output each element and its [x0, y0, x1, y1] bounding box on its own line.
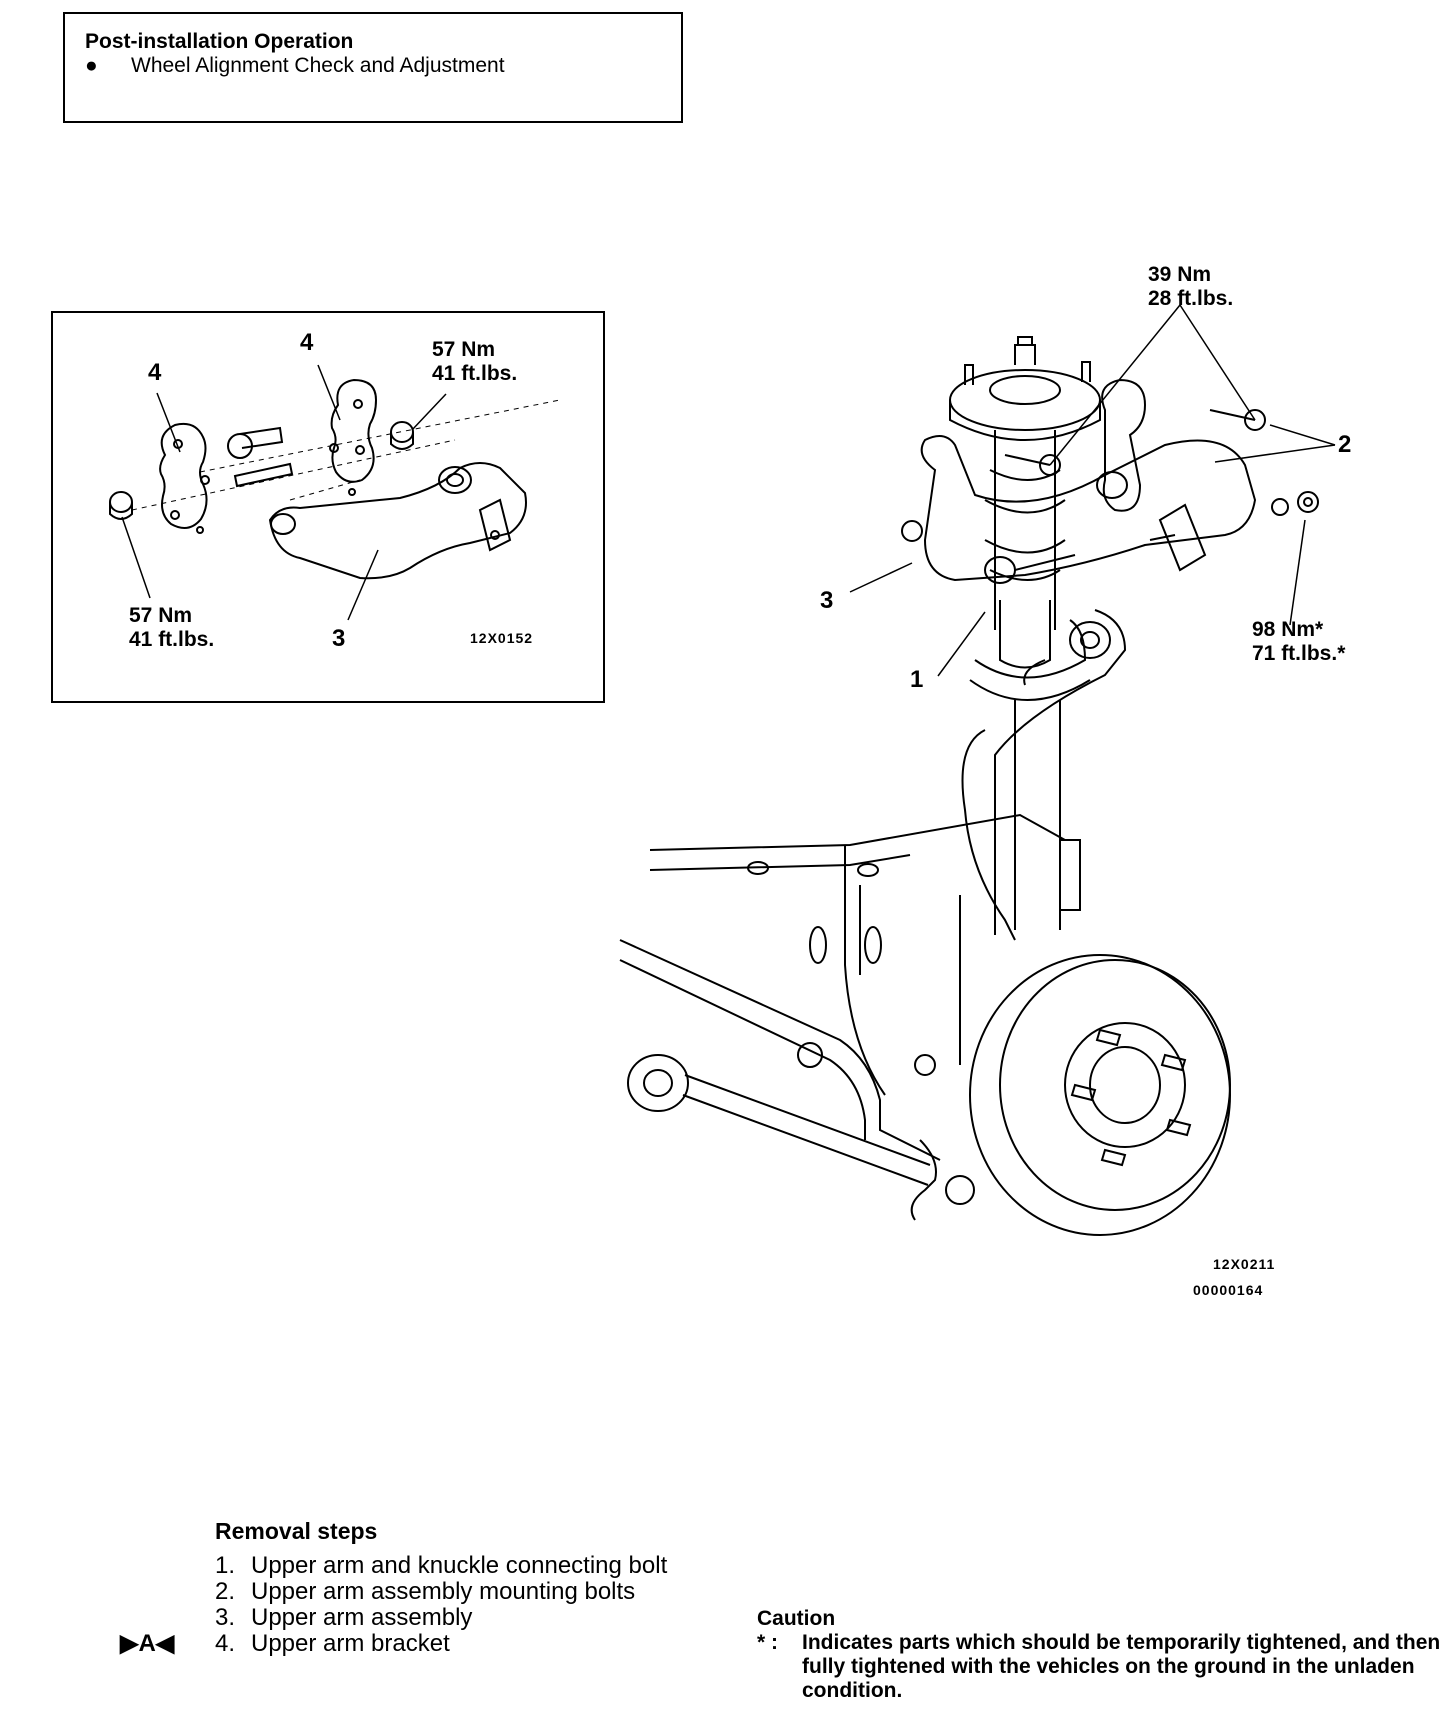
lower-control-arm [961, 609, 1127, 941]
inset-dashed-lines [131, 399, 561, 511]
inset-torque-bottom-ft: 41 ft.lbs. [129, 628, 215, 651]
post-installation-item-text: Wheel Alignment Check and Adjustment [131, 54, 505, 77]
inset-figure-code: 12X0152 [470, 630, 534, 646]
inset-label-4-right: 4 [300, 329, 314, 356]
main-figure-code-1: 12X0211 [1213, 1256, 1276, 1272]
inset-torque-top-nm: 57 Nm [432, 338, 496, 361]
knuckle-bolts [984, 409, 1319, 584]
removal-step-2: 2. Upper arm assembly mounting bolts [215, 1579, 695, 1605]
main-label-3: 3 [820, 587, 834, 614]
main-label-1: 1 [910, 666, 924, 693]
inset-torque-top-ft: 41 ft.lbs. [432, 362, 518, 385]
step-number: 3. [215, 1604, 236, 1631]
asterisk-marker: * : [757, 1631, 778, 1654]
main-torque-top-nm: 39 Nm [1148, 263, 1212, 286]
trailing-link [627, 1054, 975, 1221]
main-torque-top-ft: 28 ft.lbs. [1148, 287, 1234, 310]
step-number: 1. [215, 1552, 236, 1579]
wheel-studs [1070, 1028, 1192, 1167]
brake-disc [969, 954, 1231, 1236]
post-installation-box: Post-installation Operation ● Wheel Alig… [63, 12, 683, 123]
post-installation-title: Post-installation Operation [85, 30, 354, 53]
step-text: Upper arm assembly [251, 1604, 473, 1631]
removal-step-3: 3. Upper arm assembly [215, 1605, 695, 1631]
inset-bolts [227, 426, 294, 488]
caution-row: * : Indicates parts which should be temp… [757, 1631, 1447, 1703]
strut-top-mount [949, 336, 1101, 441]
service-point-marker: ▶A◀ [120, 1630, 175, 1657]
step-text: Upper arm bracket [251, 1630, 450, 1657]
inset-leader-lines [121, 364, 447, 621]
removal-step-1: 1. Upper arm and knuckle connecting bolt [215, 1553, 695, 1579]
bullet-icon: ● [85, 54, 98, 77]
inset-torque-bottom-nm: 57 Nm [129, 604, 193, 627]
caution-text: Indicates parts which should be temporar… [802, 1631, 1441, 1702]
removal-steps-heading: Removal steps [215, 1518, 378, 1544]
inset-bushing-right [390, 421, 414, 450]
inset-upper-arm [268, 462, 527, 580]
caution-note: Caution * : Indicates parts which should… [757, 1607, 1447, 1703]
caution-heading: Caution [757, 1607, 836, 1630]
step-text: Upper arm and knuckle connecting bolt [251, 1552, 668, 1579]
inset-bracket-left [159, 422, 210, 534]
main-torque-right-nm: 98 Nm* [1252, 618, 1324, 641]
main-torque-right-ft: 71 ft.lbs.* [1252, 642, 1346, 665]
step-number: 4. [215, 1630, 236, 1657]
step-text: Upper arm assembly mounting bolts [251, 1578, 636, 1605]
strut-body [969, 430, 1091, 930]
inset-label-3: 3 [332, 625, 346, 652]
main-label-2: 2 [1338, 431, 1352, 458]
step-number: 2. [215, 1578, 236, 1605]
removal-steps: Removal steps 1. Upper arm and knuckle c… [120, 1517, 695, 1657]
main-leader-lines [849, 304, 1336, 677]
main-figure-code-2: 00000164 [1193, 1282, 1264, 1298]
inset-diagram-box [51, 311, 605, 703]
crossmember [619, 813, 1066, 1161]
post-installation-item: ● Wheel Alignment Check and Adjustment [85, 54, 661, 78]
inset-bushing-left [109, 491, 133, 520]
removal-step-4: ▶A◀ 4. Upper arm bracket [120, 1630, 695, 1657]
inset-bracket-right [329, 378, 378, 496]
inset-label-4-left: 4 [148, 359, 162, 386]
